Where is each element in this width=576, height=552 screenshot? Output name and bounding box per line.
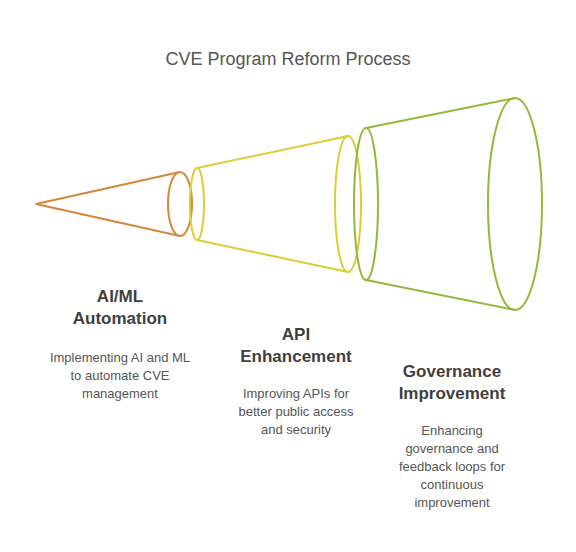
cone-side xyxy=(197,136,348,272)
cone-side xyxy=(366,98,515,310)
funnel-stage: AI/ML AutomationImplementing AI and ML t… xyxy=(30,160,200,410)
cone-rim xyxy=(168,172,192,236)
cone-base xyxy=(354,128,378,280)
stage-description: Implementing AI and ML to automate CVE m… xyxy=(45,349,195,403)
stage-description: Improving APIs for better public access … xyxy=(226,385,366,439)
cone-outline xyxy=(185,128,375,450)
stage-heading: API Enhancement xyxy=(236,324,356,368)
cone-side xyxy=(36,172,180,236)
stage-heading: AI/ML Automation xyxy=(65,286,175,330)
cone-base xyxy=(190,168,204,240)
funnel-stage: API EnhancementImproving APIs for better… xyxy=(185,128,375,450)
cone-rim xyxy=(488,98,542,310)
stage-description: Enhancing governance and feedback loops … xyxy=(391,422,513,512)
stage-heading: Governance Improvement xyxy=(382,361,522,405)
funnel-stage: Governance ImprovementEnhancing governan… xyxy=(350,90,546,520)
diagram-title: CVE Program Reform Process xyxy=(0,49,576,70)
